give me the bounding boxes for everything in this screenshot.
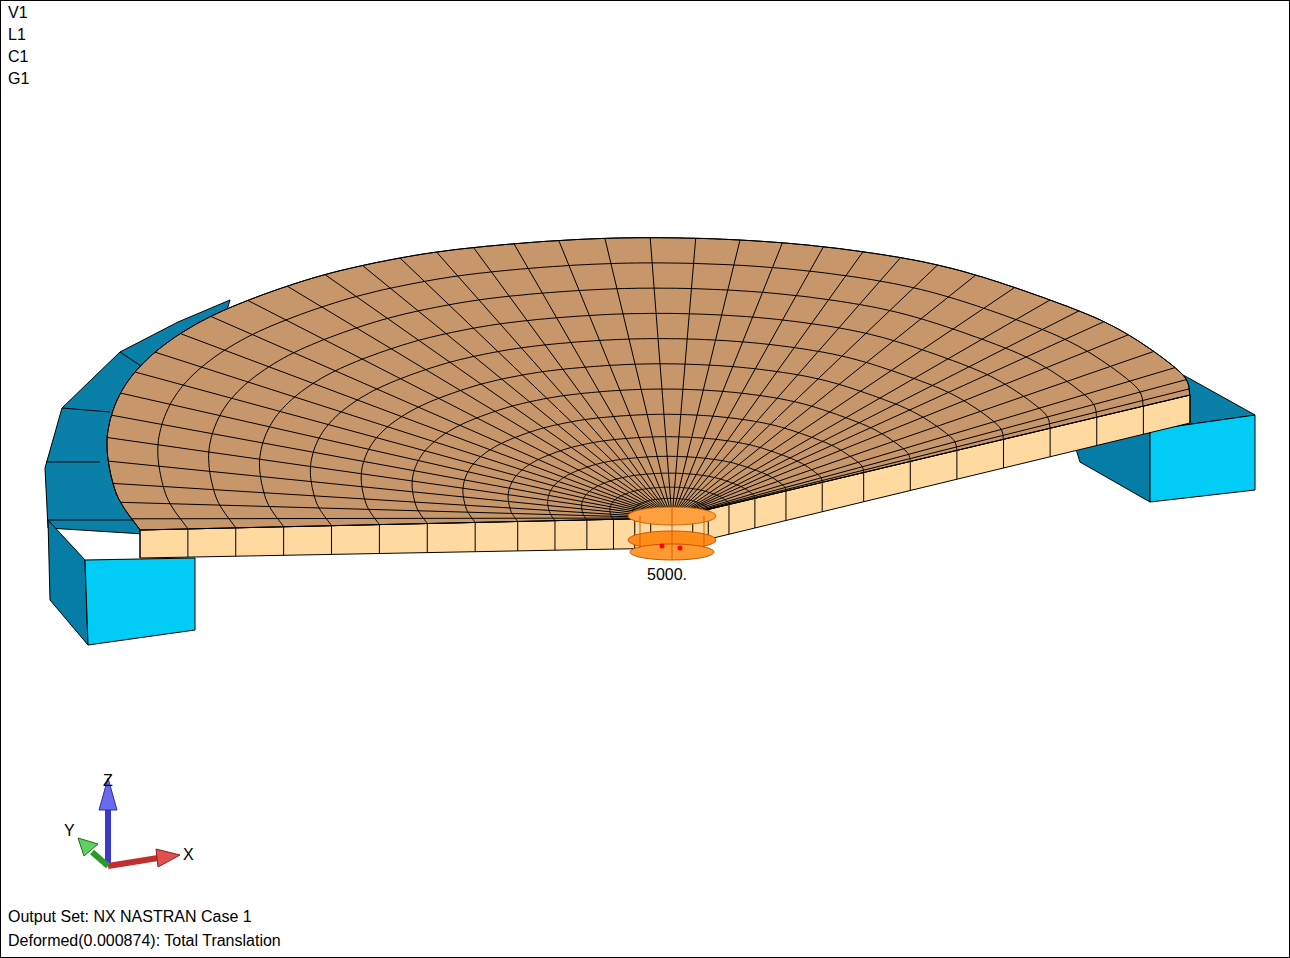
plate-top-face [107, 238, 1190, 530]
mesh-ring [107, 238, 1190, 530]
edge-division [728, 504, 729, 534]
edge-division [822, 482, 823, 511]
mesh-radial [155, 352, 672, 518]
edge-division [1143, 406, 1144, 434]
axis-label: Z [103, 772, 113, 790]
mesh-radial [672, 240, 740, 518]
edge-division [140, 530, 141, 558]
mesh-radial [287, 286, 672, 518]
load-symbol [628, 507, 716, 560]
edge-division [187, 529, 188, 557]
mesh-radial [135, 372, 672, 518]
mesh-radial [121, 502, 672, 518]
mesh-radial [672, 300, 1050, 518]
edge-division [785, 491, 786, 521]
y-axis [92, 852, 108, 866]
deformed-note: Deformed(0.000874): Total Translation [8, 932, 281, 950]
mesh-radial [672, 335, 1128, 518]
mesh-radial [325, 275, 672, 518]
output-set-note: Output Set: NX NASTRAN Case 1 [8, 908, 252, 926]
edge-division [283, 527, 284, 556]
view-id: V1 [8, 4, 28, 22]
mesh-radial [180, 334, 672, 518]
mesh-radial [132, 518, 672, 520]
load-value: 5000. [646, 566, 688, 584]
mesh-radial [672, 258, 901, 518]
axis-triad [78, 778, 180, 867]
axis-label: Y [64, 822, 75, 840]
mesh-radial [474, 248, 672, 518]
support-edge [48, 520, 140, 521]
layer-id: L1 [8, 26, 26, 44]
group-id: G1 [8, 70, 29, 88]
load-dot [678, 546, 683, 551]
mesh-radial [108, 461, 672, 518]
mesh-radial [672, 322, 1104, 518]
y-arrowhead [78, 838, 98, 856]
mesh-radial [672, 275, 976, 518]
mesh-radial [672, 265, 938, 518]
mesh-radial [672, 311, 1079, 518]
edge-division [863, 472, 864, 501]
support-edge [62, 408, 110, 412]
support-front [85, 558, 195, 645]
mesh-radial [121, 393, 672, 518]
edge-division [517, 521, 518, 550]
mesh-radial [211, 316, 672, 518]
mesh-radial [437, 252, 672, 518]
x-arrowhead [156, 849, 180, 867]
mesh-radial [113, 483, 672, 518]
edge-division [427, 524, 428, 553]
edge-division [1096, 417, 1097, 445]
mesh-radial [650, 238, 672, 518]
mesh-radial [672, 238, 696, 518]
x-axis [108, 858, 158, 866]
mesh-radial [672, 389, 1189, 518]
mesh-radial [672, 351, 1154, 518]
support-edge [46, 462, 100, 463]
edge-division [910, 461, 911, 490]
mesh-radial [140, 518, 672, 530]
mesh-radial [248, 300, 672, 518]
mesh-radial [672, 247, 823, 518]
edge-division [613, 519, 614, 549]
load-line [672, 507, 673, 560]
edge-division [475, 522, 476, 551]
edge-division [379, 525, 380, 554]
edge-division [554, 521, 555, 551]
load-line [704, 516, 705, 548]
mesh-radial [112, 415, 673, 518]
edge-division [235, 528, 236, 556]
mesh-radial [672, 395, 1190, 518]
plate-mesh [107, 238, 1190, 558]
load-dot [660, 544, 665, 549]
mesh-radial [672, 252, 863, 518]
mesh-radial [514, 244, 672, 518]
mesh-radial [672, 243, 782, 518]
mesh-radial [672, 380, 1186, 518]
support-side [48, 520, 88, 645]
edge-division [1050, 428, 1051, 457]
edge-division [331, 526, 332, 555]
edge-division [956, 450, 957, 479]
load-line [640, 516, 641, 548]
edge-division [586, 520, 587, 550]
edge-division [1003, 439, 1004, 468]
axis-label: X [183, 846, 194, 864]
csys-id: C1 [8, 48, 28, 66]
mesh-radial [400, 258, 672, 518]
edge-division [754, 498, 755, 528]
mesh-radial [107, 438, 672, 519]
edge-division [1190, 395, 1191, 423]
z-axis [105, 808, 111, 866]
